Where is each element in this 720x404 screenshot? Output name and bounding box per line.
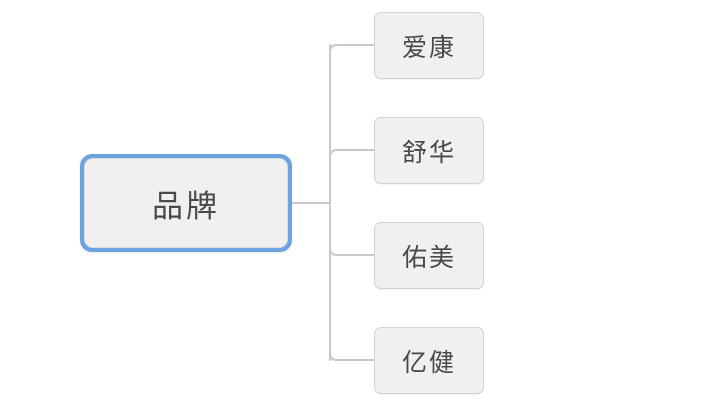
connector-branch-3 xyxy=(329,352,375,361)
child-node-label: 佑美 xyxy=(401,242,456,272)
root-node-plate: 品牌 xyxy=(84,158,288,248)
child-node-3[interactable]: 佑美 xyxy=(374,222,484,289)
child-node-label: 爱康 xyxy=(401,32,456,62)
child-node-label: 舒华 xyxy=(401,137,456,167)
root-node-label: 品牌 xyxy=(152,188,220,225)
connector-branch-0 xyxy=(329,44,375,53)
connector-branch-1 xyxy=(329,149,375,158)
child-node-1[interactable]: 爱康 xyxy=(374,12,484,79)
child-node-2[interactable]: 舒华 xyxy=(374,117,484,184)
child-node-label: 亿健 xyxy=(401,347,456,377)
connector-branch-2 xyxy=(329,247,375,256)
root-node[interactable]: 品牌 xyxy=(80,154,292,252)
child-node-4[interactable]: 亿健 xyxy=(374,327,484,394)
